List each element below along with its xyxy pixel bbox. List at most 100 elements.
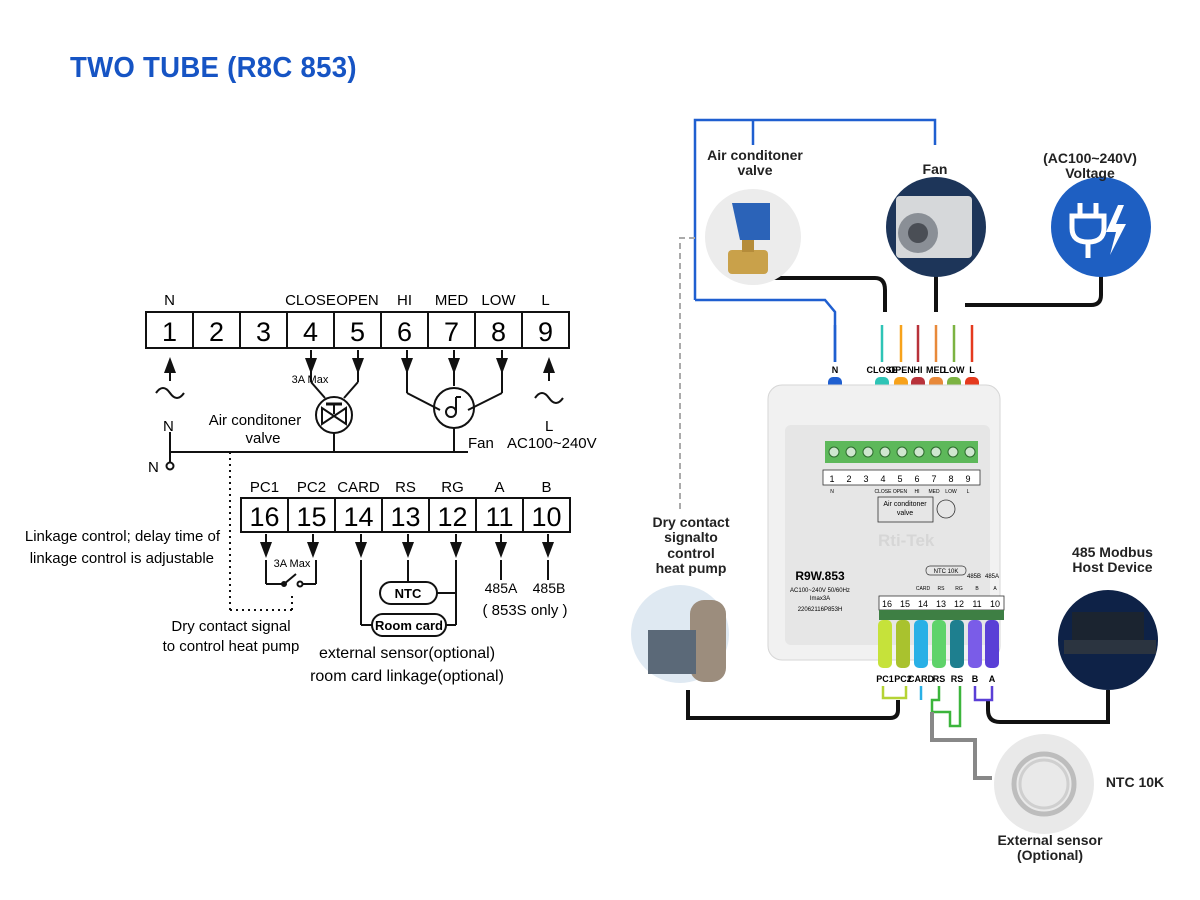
wire-b xyxy=(968,620,982,668)
device-terminal-number: 14 xyxy=(918,599,928,609)
wire-label: CARD xyxy=(908,674,934,684)
screw-terminal xyxy=(828,446,840,458)
terminal-14 xyxy=(334,497,383,533)
screw-terminal xyxy=(896,446,908,458)
wire-card xyxy=(914,620,928,668)
terminal-number: 3 xyxy=(256,317,271,347)
device-terminal-number: 2 xyxy=(846,474,851,484)
modbus-host-image xyxy=(1058,590,1158,690)
power-wires xyxy=(686,268,1110,724)
terminal-number: 10 xyxy=(531,502,561,532)
terminal-label: OPEN xyxy=(336,292,379,309)
terminal-label: PC1 xyxy=(250,479,279,496)
terminal-8 xyxy=(474,311,523,349)
device-inner-valve-label: Air conditoner xyxy=(883,501,927,508)
device-fan-symbol xyxy=(936,499,956,519)
wire-label: LOW xyxy=(944,365,965,375)
screw-terminal xyxy=(964,446,976,458)
device-terminal-number: 5 xyxy=(897,474,902,484)
terminal-4 xyxy=(286,311,335,349)
device-terminal-label: CARD xyxy=(916,586,931,592)
device-terminal-label: MED xyxy=(928,489,940,495)
terminal-label: PC2 xyxy=(297,479,326,496)
terminal-number: 14 xyxy=(343,502,373,532)
terminal-number: 1 xyxy=(162,317,177,347)
wire-label: B xyxy=(972,674,979,684)
terminal-number: 15 xyxy=(296,502,326,532)
relay-rating: 3A Max xyxy=(274,558,311,570)
screw-terminal xyxy=(930,446,942,458)
arrow-down-icon xyxy=(355,542,367,558)
device-terminal-label: RG xyxy=(955,586,963,592)
device-terminal-number: 1 xyxy=(829,474,834,484)
device-terminal-label: N xyxy=(830,489,834,495)
terminal-15 xyxy=(287,497,336,533)
terminal-label: LOW xyxy=(481,292,516,309)
heat-pump-label-2: signalto xyxy=(664,529,718,546)
device-terminal-label: A xyxy=(993,586,997,592)
terminal-11 xyxy=(475,497,524,533)
terminal-12 xyxy=(428,497,477,533)
brand-watermark: Rti-Tek xyxy=(878,531,935,550)
terminal-label: HI xyxy=(397,292,412,309)
terminal-number: 13 xyxy=(390,502,420,532)
terminal-number: 4 xyxy=(303,317,318,347)
dry-contact-2: to control heat pump xyxy=(163,638,300,655)
wire-pc2 xyxy=(896,620,910,668)
terminal-label: A xyxy=(494,479,504,496)
fan-image xyxy=(886,177,986,277)
wire-label: N xyxy=(832,365,839,375)
wire-label: OPEN xyxy=(888,365,914,375)
wire-pc1 xyxy=(878,620,892,668)
arrow-down-icon xyxy=(495,542,507,558)
voltage-icon xyxy=(1051,177,1151,277)
heat-pump-label: Dry contact signalto control heat pump xyxy=(636,514,746,577)
terminal-number: 5 xyxy=(350,317,365,347)
terminal-label: N xyxy=(164,292,175,309)
voltage-label-1: (AC100~240V) xyxy=(1043,150,1137,166)
wire-label: A xyxy=(989,674,996,684)
external-sensor-label-1: External sensor xyxy=(997,832,1103,848)
voltage-label-2: Voltage xyxy=(1065,165,1115,182)
ntc-10k-label: NTC 10K xyxy=(1105,774,1165,790)
device-terminal-number: 10 xyxy=(990,599,1000,609)
wire-a xyxy=(985,620,999,668)
device-inner-valve-label-2: valve xyxy=(897,510,913,517)
screw-terminal xyxy=(862,446,874,458)
n-node-label: N xyxy=(148,459,159,476)
wiring-valve-label: Air conditoner valve xyxy=(690,147,820,179)
terminal-number: 11 xyxy=(485,502,513,532)
modbus-label: 485 Modbus Host Device xyxy=(1050,544,1175,576)
device-terminal-number: 12 xyxy=(954,599,964,609)
wiring-valve-label-2: valve xyxy=(737,162,773,179)
room-card-label: Room card xyxy=(375,618,443,633)
wire-label: HI xyxy=(914,365,923,375)
terminal-10 xyxy=(522,497,571,533)
voltage-label: (AC100~240V) Voltage xyxy=(1025,150,1155,182)
valve-image xyxy=(705,189,801,285)
valve-rating: 3A Max xyxy=(292,374,329,386)
arrow-down-icon xyxy=(352,358,364,374)
external-sensor-label-2: (Optional) xyxy=(1016,847,1084,864)
device-terminal-number: 3 xyxy=(863,474,868,484)
device-terminal-label: LOW xyxy=(945,489,957,495)
schematic-arrows xyxy=(164,350,555,558)
terminal-label: RS xyxy=(395,479,416,496)
terminal-9 xyxy=(521,311,570,349)
heat-pump-image xyxy=(631,585,729,683)
terminal-6 xyxy=(380,311,429,349)
wire-label: PC1 xyxy=(876,674,894,684)
terminal-number: 9 xyxy=(538,317,553,347)
device-terminal-number: 9 xyxy=(965,474,970,484)
modbus-label-2: Host Device xyxy=(1072,559,1153,576)
terminal-3 xyxy=(239,311,288,349)
heat-pump-label-1: Dry contact xyxy=(652,514,730,530)
device-terminal-number: 6 xyxy=(914,474,919,484)
device-terminal-label: RS xyxy=(938,586,946,592)
terminal-number: 7 xyxy=(444,317,459,347)
arrow-down-icon xyxy=(305,358,317,374)
